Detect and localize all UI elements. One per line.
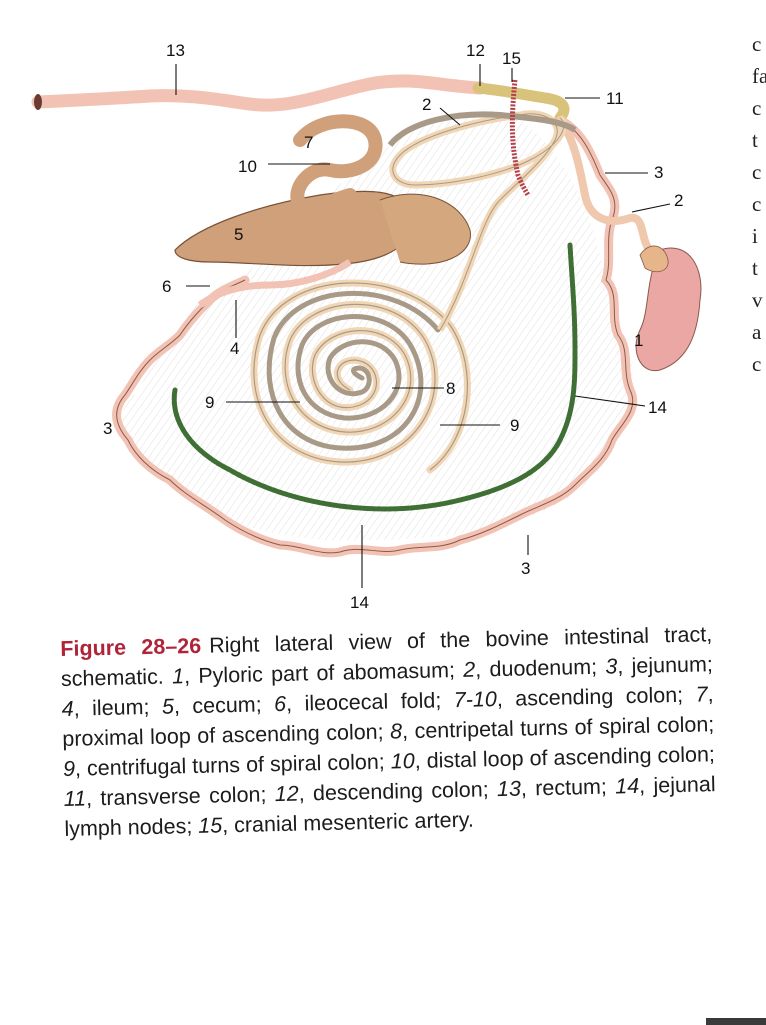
legend-number: 5 [161, 694, 175, 719]
spiral-colon [250, 279, 471, 474]
legend-item: 10, distal loop of ascending colon; [390, 742, 715, 773]
margin-text-line: i [752, 224, 758, 248]
margin-text-line: c [752, 32, 762, 56]
label-7: 7 [304, 133, 313, 152]
descending-colon [472, 82, 570, 124]
mesentery [121, 116, 633, 541]
transverse-colon [387, 111, 577, 147]
label-9-left: 9 [205, 393, 214, 412]
duodenum [556, 116, 654, 254]
legend-item: 13, rectum; [497, 774, 616, 801]
label-4: 4 [230, 339, 239, 358]
legend-number: 15 [197, 813, 223, 838]
legend-name: , distal loop of ascending colon; [414, 742, 716, 773]
legend-number: 8 [389, 719, 403, 744]
label-10: 10 [238, 157, 257, 176]
legend-number: 7-10 [453, 687, 498, 713]
margin-text-line: c [752, 352, 762, 376]
legend-number: 12 [274, 781, 299, 807]
label-15: 15 [502, 49, 521, 68]
legend-item: 3, jejunum; [605, 652, 713, 678]
legend-item: 12, descending colon; [274, 777, 497, 806]
legend-item: 6, ileocecal fold; [274, 688, 454, 716]
legend-name: , ileum; [73, 694, 163, 721]
legend-number: 4 [61, 696, 74, 721]
legend-name: , ascending colon; [496, 682, 696, 712]
legend-number: 2 [462, 657, 476, 682]
legend-name: , Pyloric part of abomasum; [183, 657, 464, 689]
legend-name: , cecum; [173, 692, 275, 719]
rectum-opening [34, 94, 42, 110]
cecum-extension [379, 193, 471, 265]
margin-text-line: t [752, 128, 758, 152]
jejunal-lymph-nodes [171, 242, 578, 512]
ileum [197, 259, 352, 308]
legend-number: 11 [63, 786, 87, 811]
label-2-right: 2 [674, 191, 683, 210]
legend-item: 11, transverse colon; [63, 782, 275, 811]
legend-item: 7-10, ascending colon; [454, 683, 696, 712]
leader-lines [175, 64, 671, 588]
label-8: 8 [446, 379, 455, 398]
label-12: 12 [466, 41, 485, 60]
rectum [31, 74, 487, 112]
legend-name: , duodenum; [474, 654, 606, 682]
legend-name: , centrifugal turns of spiral colon; [74, 749, 392, 781]
margin-text-line: fa [752, 64, 766, 88]
margin-text-line: c [752, 96, 762, 120]
label-3-left: 3 [103, 419, 112, 438]
legend-number: 13 [496, 776, 522, 802]
legend-item: 9, centrifugal turns of spiral colon; [63, 750, 391, 781]
figure-number: Figure 28–26 [60, 633, 202, 661]
legend-name: , jejunum; [617, 652, 714, 679]
legend-name: , cranial mesenteric artery. [221, 807, 475, 838]
label-13: 13 [166, 41, 185, 60]
label-3-bottom: 3 [521, 559, 530, 578]
label-11: 11 [606, 89, 624, 108]
jejunum-outline [116, 119, 634, 554]
label-14-bottom: 14 [350, 593, 369, 612]
margin-text-line: t [752, 256, 758, 280]
legend-item: 1, Pyloric part of abomasum; [171, 657, 464, 689]
label-1: 1 [634, 331, 643, 350]
legend-name: , descending colon; [298, 777, 498, 806]
label-5: 5 [234, 225, 243, 244]
margin-text-line: v [752, 288, 763, 312]
legend-item: 4, ileum; [61, 695, 162, 721]
label-9-right: 9 [510, 416, 519, 435]
margin-text-line: c [752, 160, 762, 184]
legend-item: 2, duodenum; [463, 655, 606, 682]
margin-text-line: a [752, 320, 762, 344]
legend-number: 14 [614, 773, 640, 799]
label-3-right: 3 [654, 163, 663, 182]
label-2-top: 2 [422, 95, 431, 114]
legend-item: 5, cecum; [161, 692, 275, 719]
cranial-mesenteric-artery [509, 79, 531, 197]
legend-number: 1 [171, 664, 185, 689]
page-edge-shadow [706, 1018, 766, 1025]
diagram-labels: 13 12 15 11 2 7 10 3 2 5 6 4 1 8 9 9 14 … [103, 41, 683, 612]
legend-number: 9 [62, 756, 76, 781]
legend-name: , centripetal turns of spiral colon; [401, 712, 715, 744]
label-14-right: 14 [648, 398, 667, 417]
pyloric-abomasum [635, 247, 702, 372]
legend-name: , rectum; [520, 774, 616, 801]
legend-item: 15, cranial mesenteric artery. [198, 808, 474, 838]
legend-name: , transverse colon; [85, 782, 276, 811]
legend-name: , ileocecal fold; [285, 688, 455, 716]
anatomical-diagram: 13 12 15 11 2 7 10 3 2 5 6 4 1 8 9 9 14 … [31, 41, 702, 612]
label-6: 6 [162, 277, 171, 296]
proximal-loop-ascending-colon [290, 114, 383, 216]
legend-item: 8, centripetal turns of spiral colon; [390, 712, 715, 743]
margin-text-line: c [752, 192, 762, 216]
legend-number: 7 [695, 682, 708, 707]
legend-number: 10 [390, 748, 415, 774]
